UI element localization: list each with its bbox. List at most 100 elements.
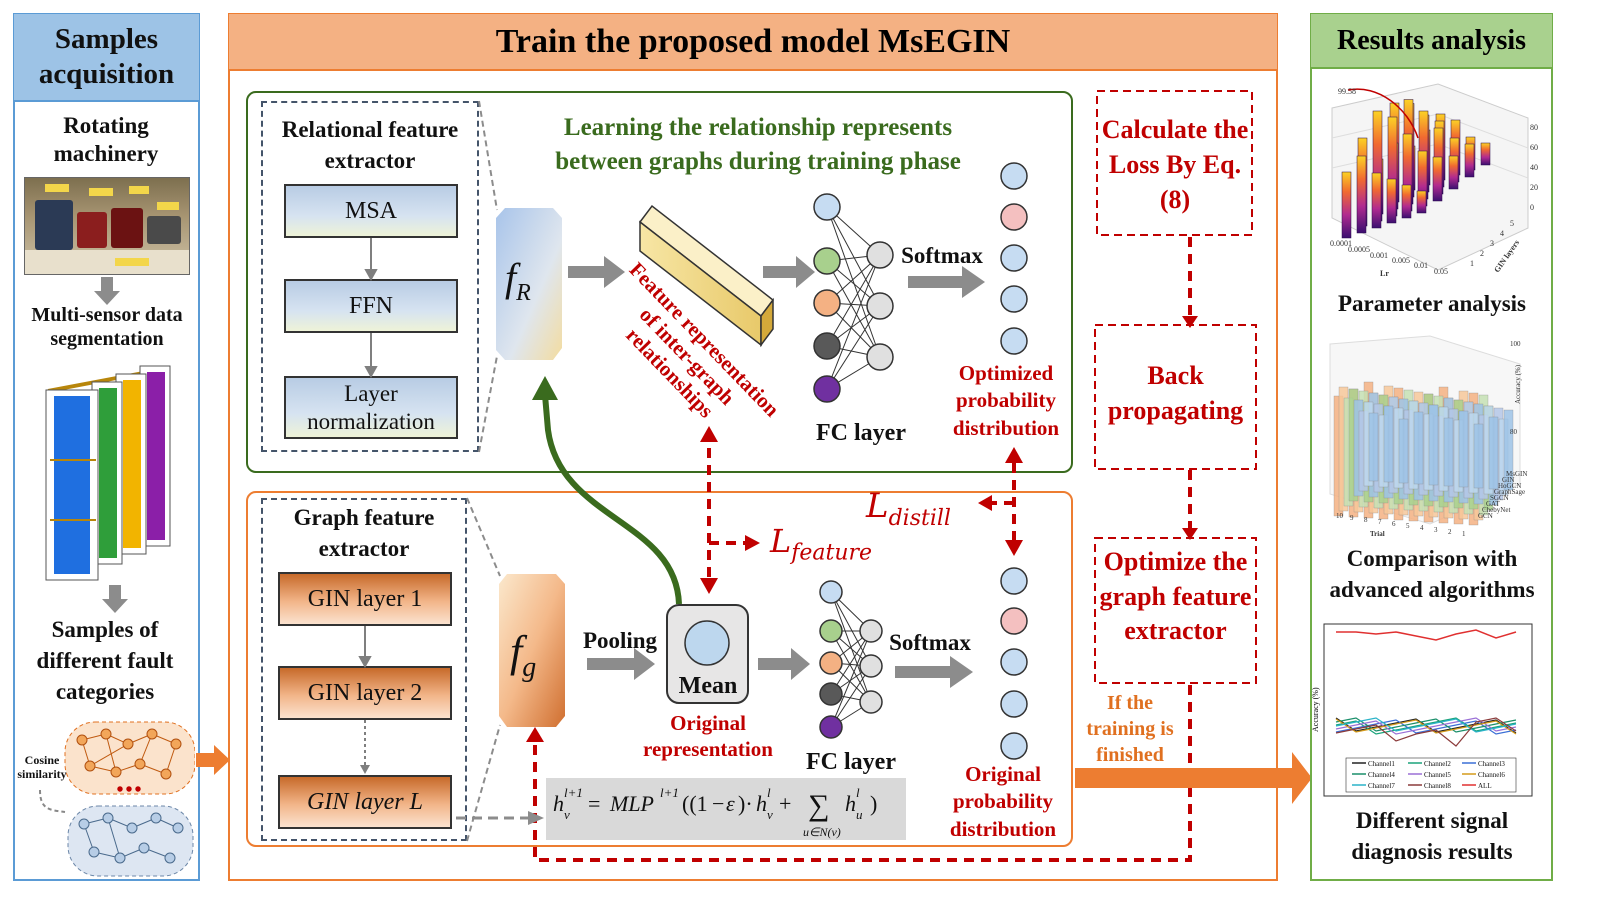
svg-text:8: 8 xyxy=(1364,516,1368,524)
cosine-similarity-label: Cosine similarity xyxy=(17,753,67,782)
down-arrow-icon-2 xyxy=(102,585,128,613)
signal-results-label: Different signal diagnosis results xyxy=(1351,808,1513,865)
fg-subscript: g xyxy=(522,651,537,683)
comparison-bar xyxy=(1473,423,1484,489)
pooling-label: Pooling xyxy=(582,628,658,653)
svg-text:0: 0 xyxy=(1530,203,1534,212)
param-bar xyxy=(1464,143,1475,178)
svg-text:2: 2 xyxy=(1448,528,1452,536)
gin-layer-L-block: GIN layer L xyxy=(278,775,452,829)
down-arrow-icon xyxy=(94,277,120,305)
layer-normalization-block: Layer normalization xyxy=(284,376,458,439)
svg-text:GIN layers: GIN layers xyxy=(1492,238,1521,274)
l-distill-label: Ldistill xyxy=(866,486,951,531)
svg-text:Channel4: Channel4 xyxy=(1368,771,1395,779)
finished-arrow xyxy=(1075,752,1312,804)
svg-text:0.05: 0.05 xyxy=(1434,267,1448,276)
fault-graph-samples xyxy=(39,721,195,877)
svg-text:1: 1 xyxy=(1462,530,1466,538)
param-bar xyxy=(1480,142,1491,166)
svg-text:0.001: 0.001 xyxy=(1370,251,1388,260)
channel-line xyxy=(1335,717,1517,735)
fc-layer-top-label: FC layer xyxy=(816,420,906,446)
svg-text:2: 2 xyxy=(1480,249,1484,258)
samples-header: Samples acquisition xyxy=(14,14,199,102)
comparison-bar xyxy=(1413,411,1424,485)
rotating-machinery-label: Rotating machinery xyxy=(53,113,159,166)
svg-text:u∈N(v): u∈N(v) xyxy=(803,825,841,839)
svg-text:Channel3: Channel3 xyxy=(1478,760,1505,768)
svg-text:Channel5: Channel5 xyxy=(1424,771,1451,779)
machinery-photo xyxy=(24,177,190,275)
svg-text:h: h xyxy=(845,791,856,816)
mean-label: Mean xyxy=(678,673,738,699)
svg-text:3: 3 xyxy=(1434,526,1438,534)
svg-text:Accuracy (%): Accuracy (%) xyxy=(1312,687,1320,732)
l-feature-label: Lfeature xyxy=(770,522,873,566)
svg-text:7: 7 xyxy=(1378,518,1382,526)
original-distribution-label: Original probability distribution xyxy=(949,762,1057,841)
svg-text:20: 20 xyxy=(1530,183,1538,192)
svg-text:l: l xyxy=(856,785,860,800)
samples-to-train-arrow xyxy=(196,745,230,775)
svg-text:Accuracy (%): Accuracy (%) xyxy=(1514,364,1522,404)
svg-text:v: v xyxy=(564,807,570,822)
svg-text:GAT: GAT xyxy=(1486,500,1500,508)
param-bar xyxy=(1448,155,1459,190)
optimized-distribution-label: Optimized probability distribution xyxy=(952,361,1060,440)
svg-text:h: h xyxy=(756,791,767,816)
svg-text:GIN: GIN xyxy=(1502,476,1514,484)
back-propagating-label: Back propagating xyxy=(1107,361,1244,426)
train-header: Train the proposed model MsEGIN xyxy=(229,14,1277,71)
comparison-bar xyxy=(1443,417,1454,487)
svg-text:5: 5 xyxy=(1510,219,1514,228)
svg-text:SGCN: SGCN xyxy=(1490,494,1509,502)
svg-text:+: + xyxy=(779,791,791,816)
svg-text:h: h xyxy=(553,791,564,816)
signal-results-chart: Accuracy (%) Channel1 Channel2 Channel3 … xyxy=(1312,623,1533,797)
fc-layer-bottom-label: FC layer xyxy=(806,749,896,775)
segmentation-label: Multi-sensor data segmentation xyxy=(31,304,183,350)
channel-line xyxy=(1335,718,1517,735)
svg-text:ε: ε xyxy=(726,791,735,816)
channel-line xyxy=(1335,719,1517,735)
graph-extractor-box xyxy=(261,498,467,841)
svg-text:Lr: Lr xyxy=(1380,269,1389,278)
svg-text:0.0005: 0.0005 xyxy=(1348,245,1370,254)
svg-text:((1: ((1 xyxy=(682,791,708,816)
svg-text:l: l xyxy=(767,785,771,800)
optimize-extractor-label: Optimize the graph feature extractor xyxy=(1099,547,1252,646)
calc-loss-label: Calculate the Loss By Eq.(8) xyxy=(1101,115,1249,215)
svg-text:40: 40 xyxy=(1530,163,1538,172)
comparison-bar xyxy=(1383,405,1394,483)
graph-extractor-outer-box xyxy=(246,491,1073,847)
svg-text:0.0001: 0.0001 xyxy=(1330,239,1352,248)
fg-module-shape xyxy=(499,574,565,727)
fr-subscript: R xyxy=(516,280,531,306)
fault-categories-label: Samples of different fault categories xyxy=(36,617,174,705)
relational-extractor-title: Relational feature extractor xyxy=(281,117,459,174)
param-bar xyxy=(1401,184,1412,219)
ffn-block: FFN xyxy=(284,279,458,333)
if-finished-label: If the training is finished xyxy=(1086,692,1174,766)
msa-block: MSA xyxy=(284,184,458,238)
learning-title: Learning the relationship represents bet… xyxy=(555,114,961,175)
softmax-bottom-label: Softmax xyxy=(889,630,971,655)
relational-extractor-box xyxy=(261,101,479,452)
svg-text:80: 80 xyxy=(1510,428,1518,436)
relation-learning-box xyxy=(246,91,1073,473)
svg-text:MsGIN: MsGIN xyxy=(1506,470,1527,478)
param-bar xyxy=(1432,156,1443,202)
svg-text:∑: ∑ xyxy=(808,789,829,822)
svg-text:HoGCN: HoGCN xyxy=(1498,482,1521,490)
svg-text:GraphSage: GraphSage xyxy=(1494,488,1525,496)
svg-text:Channel7: Channel7 xyxy=(1368,782,1395,790)
svg-text:6: 6 xyxy=(1392,520,1396,528)
gin-formula: h l+1 v = MLP l+1 ((1 − ε )· h l v + ∑ u… xyxy=(553,785,877,839)
svg-text:5: 5 xyxy=(1406,522,1410,530)
svg-text:3: 3 xyxy=(1490,239,1494,248)
results-header: Results analysis xyxy=(1311,14,1552,69)
channel-line xyxy=(1335,717,1517,747)
svg-text:80: 80 xyxy=(1530,123,1538,132)
